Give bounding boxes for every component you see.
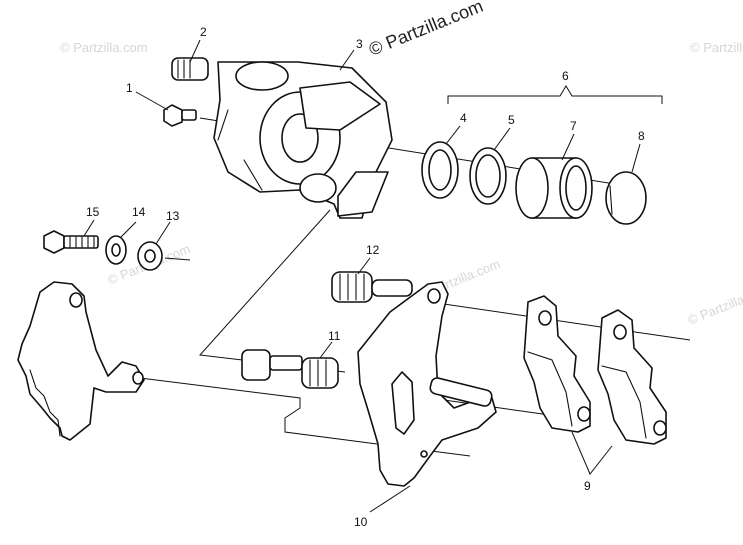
watermark-right: © Partzilla.com (686, 281, 743, 328)
watermark-main: © Partzilla.com (366, 0, 486, 60)
pin-boot-part (331, 271, 413, 303)
leader-9 (571, 431, 613, 475)
piston-part (515, 157, 593, 219)
dust-seal-part (469, 147, 507, 205)
bracket-6 (447, 85, 663, 104)
leader-4 (445, 125, 461, 145)
slide-pin-part (241, 349, 339, 389)
brake-pad-outer-part (597, 309, 667, 445)
leader-12 (357, 257, 371, 275)
watermark-top-left: © Partzilla.com (60, 40, 148, 55)
frame-bracket-part (17, 281, 145, 441)
callout-12: 12 (366, 243, 380, 257)
callout-9: 9 (584, 479, 591, 493)
watermark-top-right: © Partzilla.com (690, 40, 743, 55)
piston-cap-part (605, 171, 647, 225)
callout-14: 14 (132, 205, 146, 219)
callout-13: 13 (166, 209, 180, 223)
bleeder-valve-part (163, 104, 197, 127)
callout-4: 4 (460, 111, 467, 125)
callout-3: 3 (356, 37, 363, 51)
leader-3 (339, 49, 355, 71)
callout-5: 5 (508, 113, 515, 127)
axis-line-diagonal (198, 209, 346, 373)
leader-13 (155, 221, 171, 245)
leader-8 (631, 143, 641, 173)
callout-15: 15 (86, 205, 100, 219)
leader-1 (135, 91, 169, 111)
caliper-body-part (213, 61, 393, 219)
leader-5 (493, 127, 511, 151)
flat-washer-part (137, 241, 163, 271)
leader-10 (369, 485, 411, 513)
callout-6: 6 (562, 69, 569, 83)
bleeder-screw-part (171, 57, 209, 81)
brake-pad-inner-part (523, 295, 591, 433)
piston-seal-part (421, 141, 459, 199)
caliper-bracket-part (357, 281, 497, 487)
leader-7 (561, 133, 575, 161)
axis-line-pins (429, 301, 691, 341)
leader-2 (189, 39, 201, 63)
callout-11: 11 (328, 329, 341, 343)
callout-1: 1 (126, 81, 133, 95)
callout-2: 2 (200, 25, 207, 39)
axis-line-mount (139, 377, 471, 457)
leader-14 (119, 221, 137, 239)
lock-washer-part (105, 235, 127, 265)
callout-7: 7 (570, 119, 577, 133)
mounting-bolt-part (43, 230, 99, 254)
leader-11 (319, 341, 333, 359)
leader-15 (83, 219, 95, 237)
callout-8: 8 (638, 129, 645, 143)
axis-line-bolt (164, 257, 191, 261)
callout-10: 10 (354, 515, 368, 529)
